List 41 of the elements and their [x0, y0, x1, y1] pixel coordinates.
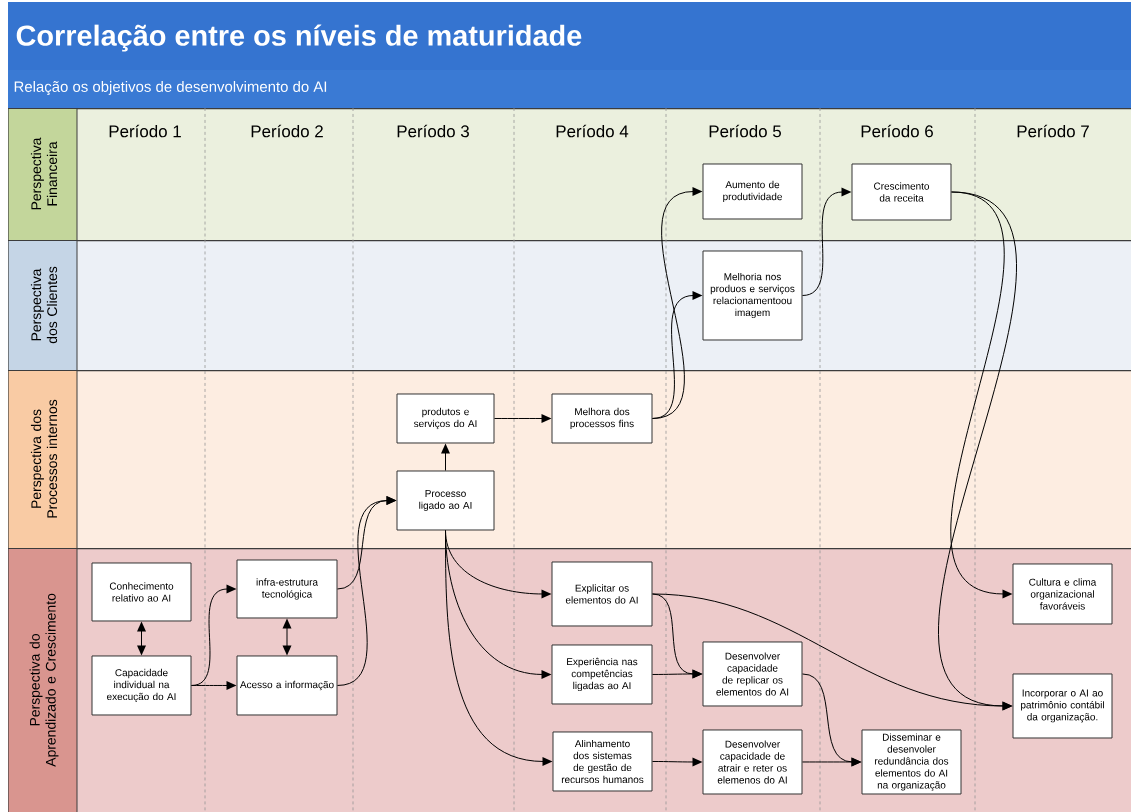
arrow	[337, 496, 397, 686]
process-box: produtos e serviços do AI	[396, 393, 495, 444]
process-box: Melhora dos processos fins	[551, 393, 653, 444]
period-label: Período 1	[109, 124, 181, 138]
process-box: Disseminar e desenvoler redundância dos elementos do AI na organização	[861, 729, 962, 795]
process-box: Aumento de produtividade	[702, 163, 803, 220]
process-box: infra-estrutura tecnológica	[236, 559, 338, 619]
process-box: Explicitar os elementos do AI	[551, 561, 653, 627]
process-box: Desenvolver capacidade de atrair e reter os elemenos do AI	[702, 729, 803, 795]
arrow	[441, 443, 450, 471]
process-box: Desenvolver capacidade de replicar os elementos do AI	[702, 641, 803, 707]
process-box: Incorporar o AI ao patrimônio contábil da organização.	[1012, 673, 1113, 739]
period-label: Período 2	[251, 124, 323, 138]
arrow	[137, 621, 146, 656]
arrow	[494, 414, 552, 423]
arrow	[950, 191, 1013, 599]
period-label: Período 3	[397, 124, 469, 138]
arrow	[652, 291, 703, 419]
arrow	[191, 681, 237, 690]
process-box: Acesso a informação	[236, 655, 338, 716]
arrow	[282, 618, 292, 656]
arrow	[652, 669, 703, 679]
process-box: Capacidade individual na execução do AI	[91, 655, 192, 716]
process-box: Cultura e clima organizacional favoráveis	[1012, 563, 1113, 625]
process-box: Crescimento da receita	[851, 163, 952, 221]
period-label: Período 5	[709, 124, 781, 138]
arrow	[445, 530, 553, 766]
subtitle: Relação os objetivos de desenvolvimento do AI	[14, 81, 327, 95]
arrow	[802, 187, 852, 296]
period-label: Período 6	[861, 124, 933, 138]
arrow	[802, 757, 862, 767]
process-box: Melhoria nos produos e serviços relacionamentoou imagem	[702, 250, 803, 341]
process-box: Alinhamento dos sistemas de gestão de recursos humanos	[552, 731, 653, 792]
period-label: Período 7	[1017, 124, 1089, 138]
process-box: Processo ligado ao AI	[396, 470, 495, 531]
title: Correlação entre os níveis de maturidade	[16, 24, 582, 52]
process-box: Conhecimento relativo ao AI	[91, 562, 192, 622]
arrow	[652, 757, 703, 767]
process-box: Experiência nas competências ligadas ao AI	[551, 644, 653, 705]
period-label: Período 4	[556, 124, 629, 138]
arrow	[652, 593, 1013, 711]
